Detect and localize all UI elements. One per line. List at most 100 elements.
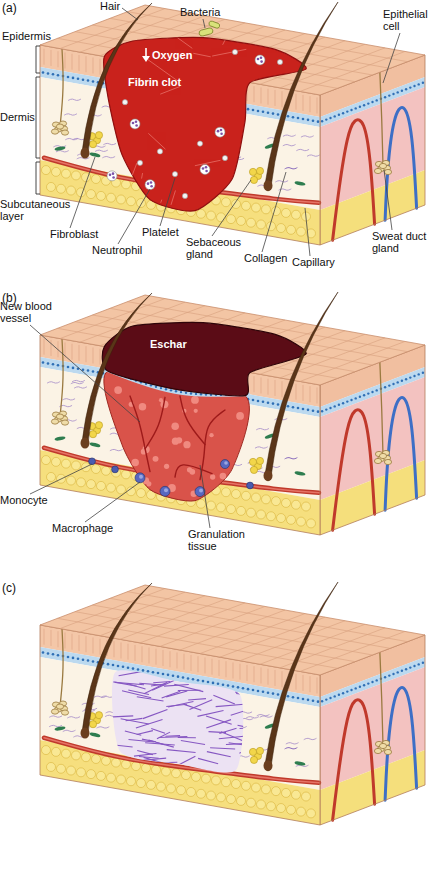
collagen-fiber xyxy=(276,181,288,182)
collagen-fiber xyxy=(301,136,313,137)
epidermis-cell-edge xyxy=(240,664,241,680)
collagen-fiber xyxy=(126,767,140,773)
collagen-fiber xyxy=(195,646,220,657)
granulation-bud xyxy=(210,474,215,479)
epidermis-cell-edge xyxy=(317,97,318,113)
basal-cell xyxy=(227,684,230,687)
sweat-duct xyxy=(60,339,63,417)
epidermis-cell-edge xyxy=(51,50,52,66)
neutrophil-nucleus xyxy=(132,122,135,125)
fat-cell xyxy=(42,746,51,755)
fat-cell xyxy=(227,505,236,514)
basal-cell xyxy=(321,120,323,122)
sweat-gland-coil xyxy=(61,420,68,425)
basal-cell xyxy=(182,676,185,679)
leader-line xyxy=(384,170,392,230)
collagen-fiber xyxy=(134,754,156,757)
neutrophil-nucleus xyxy=(220,132,223,135)
platelet-cell xyxy=(197,141,202,146)
eschar xyxy=(102,322,306,396)
epidermis-cell-edge xyxy=(51,630,52,646)
epidermis-cell-edge xyxy=(86,346,87,362)
collagen-fiber xyxy=(203,669,231,670)
sweat-gland-coil xyxy=(56,414,63,419)
basal-cell xyxy=(413,665,415,667)
fat-cell xyxy=(72,171,81,180)
epidermis-cell-edge xyxy=(51,340,52,356)
monocyte-cell xyxy=(112,466,119,473)
basal-cell xyxy=(325,698,327,700)
basal-cell xyxy=(325,118,327,120)
fat-cell xyxy=(92,465,101,474)
fat-cell xyxy=(202,774,211,783)
collagen-fiber xyxy=(122,691,151,698)
fibrin-strand xyxy=(295,165,296,175)
collagen-fiber xyxy=(114,658,132,660)
basal-cell xyxy=(355,397,357,399)
collagen-fiber xyxy=(143,709,168,718)
platelet-cell xyxy=(232,49,237,54)
basal-cell xyxy=(77,77,80,80)
epidermis-cell-edge xyxy=(268,89,269,105)
epidermis-cell-edge xyxy=(65,52,66,68)
new-blood-vessel xyxy=(200,410,225,480)
basal-cell xyxy=(371,681,373,683)
basal-cell xyxy=(252,399,255,402)
neutrophil-cell xyxy=(200,164,210,174)
fat-cell xyxy=(87,770,96,779)
fat-cell xyxy=(217,503,226,512)
basal-cell xyxy=(363,394,365,396)
basal-cell xyxy=(317,410,320,413)
part-label: Capillary xyxy=(292,256,335,268)
fat-cell xyxy=(277,514,286,523)
fat-cell xyxy=(307,809,316,818)
part-label: Fibrin clot xyxy=(128,76,181,88)
sweat-gland-coil xyxy=(51,419,58,424)
basal-cell xyxy=(302,698,305,701)
basal-cell xyxy=(297,697,300,700)
fibrin-strand xyxy=(141,173,143,179)
fat-cell xyxy=(47,472,56,481)
epidermis-cell-edge xyxy=(261,87,262,103)
basal-cell xyxy=(342,402,344,404)
hair-shaft xyxy=(265,582,338,767)
basal-cell xyxy=(297,407,300,410)
basal-cell xyxy=(262,111,265,114)
skin-block xyxy=(40,2,425,245)
basal-cell xyxy=(317,120,320,123)
collagen-fiber xyxy=(137,731,153,735)
basal-cell xyxy=(422,662,424,664)
epidermis-cell-edge xyxy=(86,636,87,652)
collagen-fiber xyxy=(297,149,309,150)
collagen-fiber xyxy=(63,399,75,400)
surface-cell-edge xyxy=(93,605,373,655)
epidermis-cell-edge xyxy=(72,344,73,360)
fat-cell xyxy=(57,764,66,773)
basal-cell xyxy=(72,367,75,370)
basal-cell xyxy=(297,117,300,120)
collagen-fiber xyxy=(236,694,254,696)
fibrin-strand xyxy=(286,146,307,166)
sweat-duct xyxy=(380,72,383,166)
epidermis-cell-edge xyxy=(310,386,311,402)
basal-cell xyxy=(195,393,197,395)
basal-cell xyxy=(397,91,399,93)
collagen-fiber xyxy=(110,449,122,450)
fat-cell xyxy=(302,792,311,801)
basal-cell xyxy=(147,670,150,673)
epidermis-cell-edge xyxy=(268,669,269,685)
epidermis-cell-edge xyxy=(219,660,220,676)
basal-cell xyxy=(42,651,45,654)
fat-cell xyxy=(272,787,281,796)
granulation-bud xyxy=(171,423,179,431)
panel-letter: (a) xyxy=(2,2,17,15)
basal-cell xyxy=(363,684,365,686)
platelet-cell xyxy=(172,172,177,177)
basal-cell xyxy=(177,675,180,678)
collagen-fiber xyxy=(125,731,141,735)
basal-cell xyxy=(272,692,275,695)
bacterium xyxy=(198,27,213,36)
collagen-fiber xyxy=(151,684,166,686)
